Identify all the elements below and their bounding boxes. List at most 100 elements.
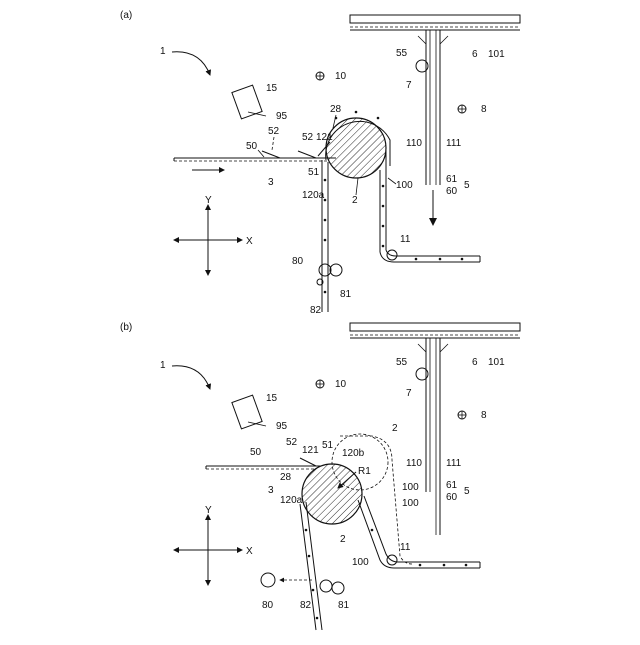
marker-8: [458, 105, 466, 113]
drum-2-lowered: [302, 464, 362, 524]
ref-100-b-right: 100: [402, 498, 419, 509]
marker-8-b: [458, 411, 466, 419]
panel-b: (b) 1 15 95 10 8 50 3 28 120a: [120, 322, 520, 630]
roller-81b: [332, 582, 344, 594]
panel-a: (a) 1 15 95 10 8 50 3: [120, 10, 520, 316]
table-50: [174, 158, 330, 161]
drum-2: [326, 118, 386, 178]
ref-81: 81: [340, 289, 352, 300]
axis-y-label: Y: [205, 195, 212, 206]
ref-1-arrow: [172, 52, 210, 75]
ref-7: 7: [406, 80, 412, 91]
ref-2-phantom: 2: [392, 423, 398, 434]
ref-50-b: 50: [250, 447, 262, 458]
ref-121-b: 121: [302, 445, 319, 456]
ref-121: 121: [316, 132, 333, 143]
ref-120b-b: 120b: [342, 448, 365, 459]
ref-52-right: 52: [302, 132, 314, 143]
axis-cross-b: [174, 515, 242, 585]
ref-95-b: 95: [276, 421, 288, 432]
camera-15: [232, 85, 266, 119]
ref-111: 111: [446, 138, 462, 149]
ref-111-b: 111: [446, 458, 462, 469]
ref-100-b-mid: 100: [402, 482, 419, 493]
roller-80: [319, 264, 331, 276]
ref-100: 100: [396, 180, 413, 191]
roller-80-b: [261, 573, 275, 587]
marker-10-b: [316, 380, 324, 388]
panel-a-label: (a): [120, 10, 132, 21]
roller-11: [387, 250, 397, 260]
roller-81: [330, 264, 342, 276]
ref-8: 8: [481, 104, 487, 115]
drum-2-phantom: [332, 434, 388, 490]
ref-55: 55: [396, 48, 408, 59]
presser-52-b: [300, 458, 316, 466]
ref-120a-b: 120a: [280, 495, 303, 506]
ref-101: 101: [488, 49, 505, 60]
ref-101-b: 101: [488, 357, 505, 368]
ref-82: 82: [310, 305, 322, 316]
rail-6-b: [350, 323, 520, 338]
axis-cross-a: [174, 205, 242, 275]
ref-2: 2: [352, 195, 358, 206]
ref-55-b: 55: [396, 357, 408, 368]
ref-8-b: 8: [481, 410, 487, 421]
ref-95: 95: [276, 111, 288, 122]
ref-52-b: 52: [286, 437, 298, 448]
ref-15-b: 15: [266, 393, 278, 404]
ref-100-b-left: 100: [352, 557, 369, 568]
ref-2-b: 2: [340, 534, 346, 545]
ref-51-b: 51: [322, 440, 334, 451]
axis-y-label-b: Y: [205, 505, 212, 516]
camera-15-b: [232, 395, 266, 429]
ref-15: 15: [266, 83, 278, 94]
panel-b-label: (b): [120, 322, 132, 333]
ref-80-b: 80: [262, 600, 274, 611]
ref-11: 11: [400, 234, 411, 245]
ref-10-b: 10: [335, 379, 347, 390]
ref-11-b: 11: [400, 542, 411, 553]
roller-81-b: [320, 580, 332, 592]
ref-7-b: 7: [406, 388, 412, 399]
ref-100-leader: [388, 178, 396, 184]
axis-x-label: X: [246, 236, 253, 247]
ref-5-b: 5: [464, 486, 470, 497]
ref-28-b: 28: [280, 472, 292, 483]
ref-82-b: 82: [300, 600, 312, 611]
ref-81-b: 81: [338, 600, 350, 611]
axis-x-label-b: X: [246, 546, 253, 557]
ref-51: 51: [308, 167, 320, 178]
ref-120a: 120a: [302, 190, 325, 201]
ref-6: 6: [472, 49, 478, 60]
ref-3: 3: [268, 177, 274, 188]
ref-110: 110: [406, 138, 422, 149]
belt-120a: [322, 160, 328, 312]
ref-1-b: 1: [160, 360, 166, 371]
ref-110-b: 110: [406, 458, 422, 469]
column-5: [418, 30, 448, 185]
ref-3-b: 3: [268, 485, 274, 496]
rail-6: [350, 15, 520, 30]
ref-60: 60: [446, 186, 458, 197]
presser-52-left: [262, 151, 280, 158]
ref-52-left: 52: [268, 126, 280, 137]
ref-5: 5: [464, 180, 470, 191]
ref-R1: R1: [358, 466, 371, 477]
ref-1-arrow-b: [172, 366, 210, 389]
ref-1: 1: [160, 46, 166, 57]
ref-61: 61: [446, 174, 458, 185]
ref-80: 80: [292, 256, 304, 267]
ref-28: 28: [330, 104, 342, 115]
ref-50: 50: [246, 141, 258, 152]
ref-60-b: 60: [446, 492, 458, 503]
presser-52-right: [298, 151, 316, 158]
table-50-b: [206, 466, 326, 469]
ref-10: 10: [335, 71, 347, 82]
marker-10: [316, 72, 324, 80]
roller-11-b: [387, 555, 397, 565]
ref-6-b: 6: [472, 357, 478, 368]
ref-61-b: 61: [446, 480, 458, 491]
